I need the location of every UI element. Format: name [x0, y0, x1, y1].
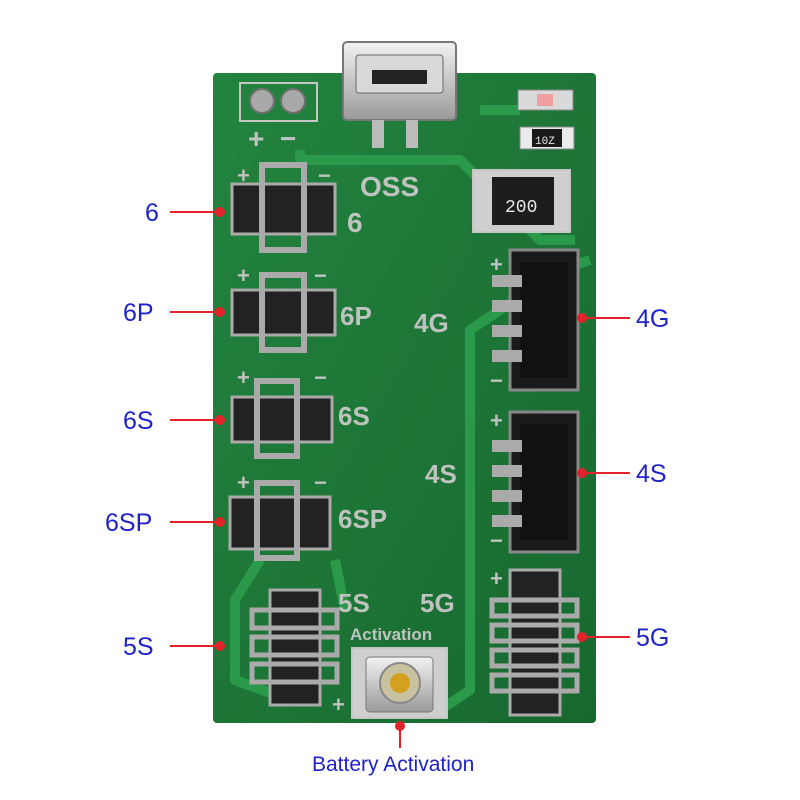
callout-5g: 5G — [636, 624, 670, 652]
connector-6 — [230, 162, 337, 253]
connector-4s — [492, 410, 580, 554]
plus-mark: + — [237, 163, 250, 188]
plus-mark: + — [490, 252, 503, 277]
minus-mark: − — [318, 163, 331, 188]
resistor-small-code: 10Z — [535, 136, 555, 148]
minus-mark: − — [490, 528, 503, 553]
callout-battery-activation: Battery Activation — [312, 753, 475, 776]
callout-4s: 4S — [636, 460, 667, 488]
slot-label-6s: 6S — [338, 401, 370, 431]
connector-5g — [489, 568, 580, 717]
callout-6: 6 — [145, 199, 159, 227]
connector-4g — [492, 248, 580, 392]
plus-mark: + — [332, 692, 345, 717]
plus-mark: + — [237, 263, 250, 288]
slot-label-4g: 4G — [414, 308, 449, 338]
activation-label: Activation — [350, 625, 432, 644]
callout-6sp: 6SP — [105, 509, 153, 537]
slot-label-6sp: 6SP — [338, 504, 387, 534]
plus-mark: + — [237, 470, 250, 495]
connector-6p — [230, 272, 337, 353]
solder-pad — [280, 88, 306, 114]
pcb-traces — [230, 105, 592, 715]
slot-label-4s: 4S — [425, 459, 457, 489]
plus-mark: + — [490, 408, 503, 433]
callout-4g: 4G — [636, 305, 670, 333]
plus-mark: + — [237, 365, 250, 390]
solder-pad — [249, 88, 275, 114]
resistor-large-code: 200 — [505, 198, 537, 218]
minus-mark: − — [314, 365, 327, 390]
minus-mark: − — [280, 123, 296, 154]
activation-button — [351, 647, 448, 719]
slot-label-5g: 5G — [420, 588, 455, 618]
slot-label-6p: 6P — [340, 301, 372, 331]
callout-5s: 5S — [123, 633, 154, 661]
callout-6s: 6S — [123, 407, 154, 435]
callout-6p: 6P — [123, 299, 154, 327]
plus-mark: + — [248, 123, 264, 154]
minus-mark: − — [314, 263, 327, 288]
connector-6sp — [228, 480, 332, 561]
slot-label-6: 6 — [347, 207, 363, 238]
plus-mark: + — [490, 566, 503, 591]
usb-port — [342, 41, 457, 148]
slot-label-5s: 5S — [338, 588, 370, 618]
callout-lines — [170, 207, 630, 748]
connector-5s — [249, 588, 340, 707]
minus-mark: − — [490, 368, 503, 393]
board-brand: OSS — [360, 171, 419, 202]
connector-6s — [230, 378, 334, 459]
minus-mark: − — [314, 470, 327, 495]
